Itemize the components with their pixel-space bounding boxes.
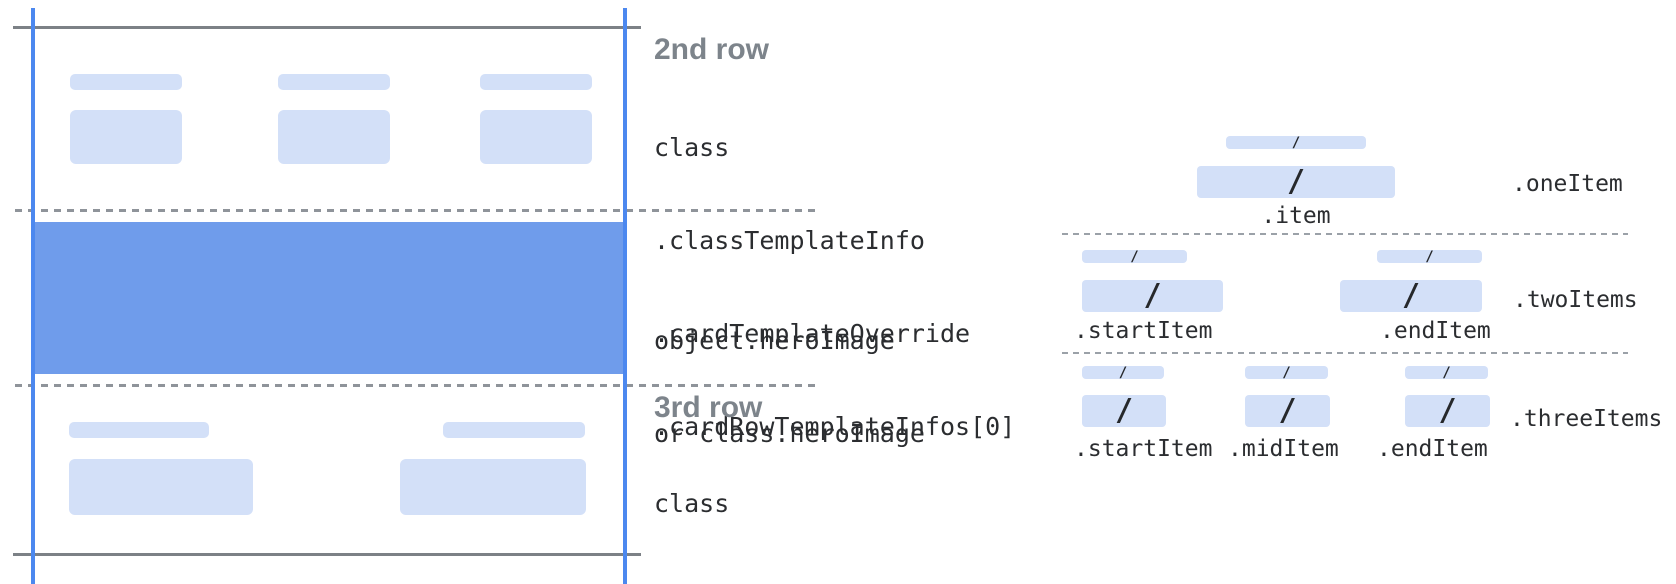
label-bar-small bbox=[70, 74, 182, 90]
value-bar-large bbox=[70, 110, 182, 164]
item-label-bar: / bbox=[1226, 134, 1366, 151]
label-bar-small bbox=[443, 422, 585, 438]
slash-glyph: / bbox=[1282, 364, 1291, 381]
code-line: or class.heroImage bbox=[654, 419, 925, 448]
guide-line-vertical-right bbox=[623, 8, 627, 584]
card-top-edge-line bbox=[13, 26, 641, 29]
row-separator-dashed-bottom bbox=[15, 384, 820, 387]
slash-glyph: / bbox=[1438, 393, 1457, 428]
hero-image-band bbox=[33, 222, 627, 374]
start-item-label-bar: / bbox=[1082, 248, 1187, 265]
card-bottom-edge-line bbox=[13, 553, 641, 556]
slash-glyph: / bbox=[1114, 393, 1134, 428]
slash-glyph: / bbox=[1278, 393, 1297, 428]
label-bar-small bbox=[480, 74, 592, 90]
code-line: class bbox=[654, 133, 730, 162]
start-item-label-bar: / bbox=[1082, 364, 1164, 381]
slash-glyph: / bbox=[1401, 278, 1421, 313]
end-item-value-bar: / bbox=[1405, 395, 1490, 427]
layout-separator-dashed-1 bbox=[1062, 233, 1628, 236]
mid-item-label-bar: / bbox=[1245, 364, 1328, 381]
item-value-bar: / bbox=[1197, 166, 1395, 198]
slash-glyph: / bbox=[1425, 248, 1434, 265]
guide-line-vertical-left bbox=[31, 8, 35, 584]
item-field-label: .item bbox=[1261, 203, 1331, 229]
row2-heading: 2nd row bbox=[654, 33, 770, 66]
value-bar-large bbox=[400, 459, 586, 515]
layout-separator-dashed-2 bbox=[1062, 352, 1628, 355]
mid-item-field-label: .midItem bbox=[1228, 436, 1339, 462]
code-line: .classTemplateInfo bbox=[654, 581, 1015, 584]
label-bar-small bbox=[278, 74, 390, 90]
end-item-field-label: .endItem bbox=[1380, 318, 1491, 344]
end-item-label-bar: / bbox=[1405, 364, 1488, 381]
slash-glyph: / bbox=[1286, 164, 1306, 199]
code-line: .cardRowTemplateInfos[0] bbox=[654, 412, 1016, 441]
three-items-name: .threeItems bbox=[1510, 406, 1663, 432]
hero-code-block: object.heroImage or class.heroImage bbox=[654, 263, 925, 511]
code-line: .classTemplateInfo bbox=[654, 226, 925, 255]
start-item-value-bar: / bbox=[1082, 395, 1166, 427]
slash-glyph: / bbox=[1118, 364, 1128, 381]
two-items-name: .twoItems bbox=[1513, 287, 1638, 313]
end-item-field-label: .endItem bbox=[1377, 436, 1488, 462]
value-bar-large bbox=[278, 110, 390, 164]
label-bar-small bbox=[69, 422, 209, 438]
row-separator-dashed-top bbox=[15, 209, 820, 212]
one-item-name: .oneItem bbox=[1512, 171, 1623, 197]
slash-glyph: / bbox=[1130, 248, 1139, 265]
code-line: class bbox=[654, 489, 730, 518]
code-line: object.heroImage bbox=[654, 326, 895, 355]
start-item-field-label: .startItem bbox=[1074, 318, 1213, 344]
code-line: .cardTemplateOverride bbox=[654, 319, 971, 348]
end-item-label-bar: / bbox=[1377, 248, 1482, 265]
row3-heading: 3rd row bbox=[654, 391, 763, 424]
start-item-value-bar: / bbox=[1082, 280, 1223, 312]
row3-code-block: class .classTemplateInfo .cardTemplateOv… bbox=[654, 426, 1015, 584]
start-item-field-label: .startItem bbox=[1074, 436, 1213, 462]
slash-glyph: / bbox=[1442, 364, 1451, 381]
mid-item-value-bar: / bbox=[1245, 395, 1330, 427]
slash-glyph: / bbox=[1143, 278, 1162, 313]
row2-code-block: class .classTemplateInfo .cardTemplateOv… bbox=[654, 70, 1015, 504]
slash-glyph: / bbox=[1291, 134, 1301, 151]
end-item-value-bar: / bbox=[1340, 280, 1482, 312]
value-bar-large bbox=[480, 110, 592, 164]
value-bar-large bbox=[69, 459, 253, 515]
